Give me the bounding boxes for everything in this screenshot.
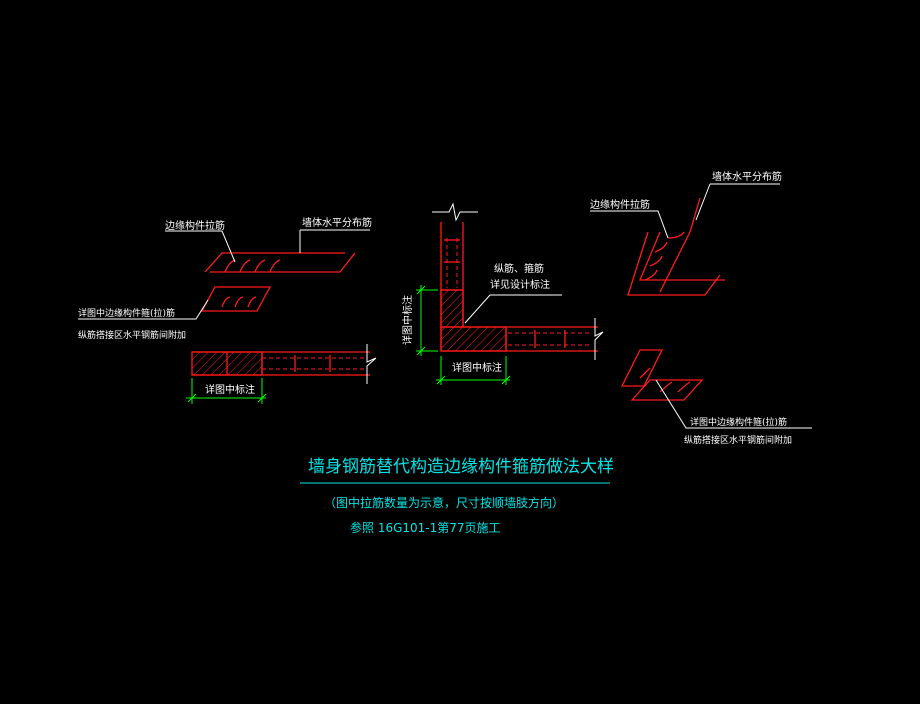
center-leader-rebar (464, 294, 562, 324)
left-lap-zone-rebar (200, 286, 272, 312)
left-wall-section (191, 344, 377, 384)
left-label-note-line1: 详图中边缘构件箍(拉)筋 (78, 307, 175, 319)
footer: 墙身钢筋替代构造边缘构件箍筋做法大样 （图中拉筋数量为示意，尺寸按顺墙肢方向） … (300, 457, 614, 535)
footer-note-2: 参照 16G101-1第77页施工 (350, 520, 501, 535)
left-label-edge-tie: 边缘构件拉筋 (165, 219, 225, 232)
right-leader-note (655, 379, 812, 429)
right-detail: 墙体水平分布筋 边缘构件拉筋 详图中边缘构件箍(拉)筋 纵筋搭接区水平钢筋间附加 (590, 170, 812, 446)
left-leader-edge-tie (165, 230, 236, 263)
center-l-wall (432, 202, 604, 360)
center-dim-label-vertical: 详图中标注 (401, 295, 414, 345)
drawing-title: 墙身钢筋替代构造边缘构件箍筋做法大样 (308, 457, 614, 477)
center-label-rebar-line1: 纵筋、箍筋 (494, 262, 544, 275)
right-edge-tie-rebar (627, 197, 725, 296)
left-leader-note (78, 299, 209, 320)
center-dimension-horizontal (436, 356, 511, 385)
left-label-note-line2: 纵筋搭接区水平钢筋间附加 (78, 329, 186, 341)
footer-note-1: （图中拉筋数量为示意，尺寸按顺墙肢方向） (324, 495, 564, 510)
right-label-note-line1: 详图中边缘构件箍(拉)筋 (690, 416, 787, 428)
left-dim-label: 详图中标注 (205, 383, 255, 396)
left-edge-tie-rebar (204, 252, 356, 273)
left-dimension (186, 378, 267, 404)
right-label-edge-tie: 边缘构件拉筋 (590, 198, 650, 211)
center-dimension-vertical (416, 285, 438, 356)
left-label-wall-horizontal: 墙体水平分布筋 (302, 216, 372, 229)
left-detail: 边缘构件拉筋 墙体水平分布筋 详图中边缘构件箍(拉)筋 纵筋搭接区水平钢筋间附加… (78, 216, 377, 404)
right-leader-edge-tie (590, 210, 669, 239)
center-label-rebar-line2: 详见设计标注 (490, 278, 550, 291)
right-label-note-line2: 纵筋搭接区水平钢筋间附加 (684, 434, 792, 446)
right-lap-zone-rebar (620, 349, 704, 401)
right-label-wall-horizontal: 墙体水平分布筋 (712, 170, 782, 183)
center-detail: 纵筋、箍筋 详见设计标注 详图中标注 详图中标注 (401, 202, 604, 385)
center-dim-label-horizontal: 详图中标注 (452, 361, 502, 374)
